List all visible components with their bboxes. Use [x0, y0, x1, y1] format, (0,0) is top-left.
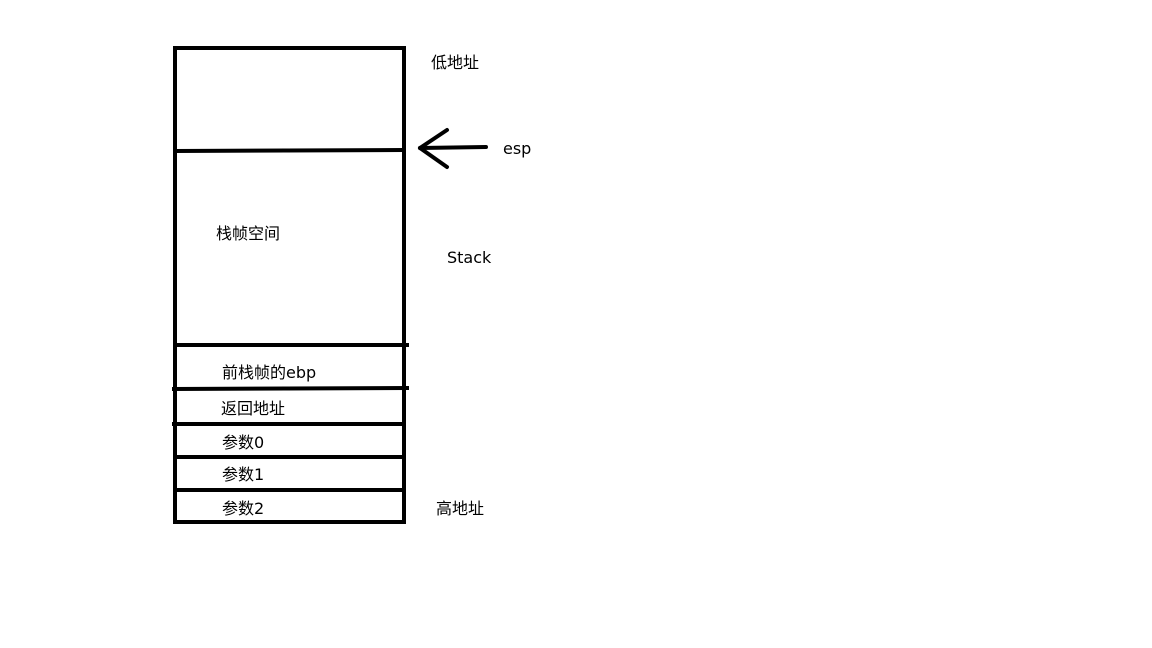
stack-title: Stack: [447, 248, 492, 267]
slot-label-prev-ebp: 前栈帧的ebp: [222, 363, 317, 382]
stack-outline: [173, 46, 406, 524]
slot-label-param2: 参数2: [222, 499, 265, 518]
esp-label: esp: [503, 139, 532, 158]
slot-divider: [171, 386, 410, 391]
slot-label-return-address: 返回地址: [221, 399, 286, 418]
slot-label-param1: 参数1: [222, 465, 265, 484]
slot-label-param0: 参数0: [222, 433, 265, 452]
low-address-label: 低地址: [431, 53, 480, 72]
esp-arrow-icon: [418, 128, 488, 169]
frame-region-label: 栈帧空间: [216, 224, 281, 243]
esp-boundary-line: [174, 148, 405, 153]
high-address-label: 高地址: [436, 499, 485, 518]
